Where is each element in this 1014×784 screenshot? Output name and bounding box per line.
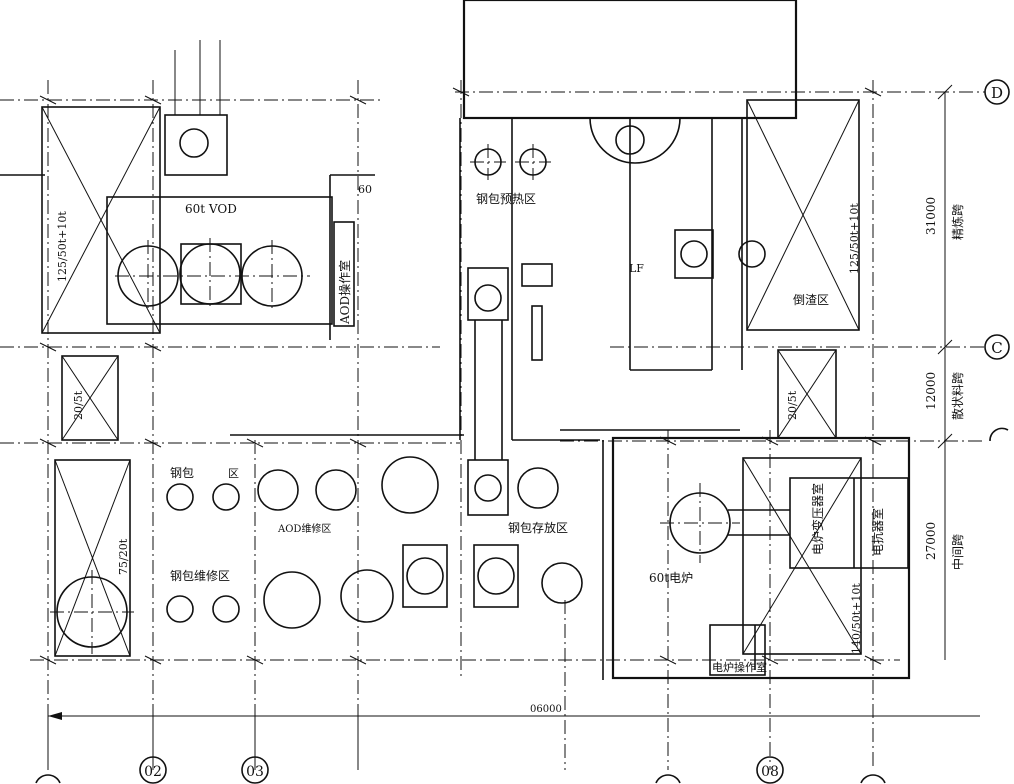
label-crane-c5: 20/5t: [786, 390, 799, 420]
label-vod: 60t VOD: [185, 202, 237, 216]
svg-text:C: C: [991, 339, 1002, 357]
svg-text:02: 02: [144, 764, 162, 780]
crane-125-50t-right: [746, 99, 860, 331]
svg-text:08: 08: [761, 764, 779, 780]
label-ladle-preheat: 钢包预热区: [476, 192, 536, 206]
label-crane-c4: 125/50t+10t: [848, 203, 861, 274]
axis-bubble-C: C: [984, 334, 1010, 360]
crane-75-20t: [54, 459, 131, 657]
axis-bubble-left-partial: [35, 774, 61, 784]
dim-span1-value: 31000: [924, 197, 938, 235]
dim-span3-name: 中间跨: [950, 534, 965, 570]
label-aod-room: AOD操作室: [337, 260, 352, 325]
label-ladle-storage: 钢包存放区: [508, 520, 568, 535]
electric-furnace: [660, 477, 909, 676]
axis-bubble-partial: [989, 427, 1009, 442]
label-crane-c1: 125/50t+10t: [56, 211, 69, 282]
dim-span2-name: 散状料跨: [950, 372, 965, 420]
axis-bubble-mid-partial: [655, 774, 681, 784]
label-ladle-repair: 钢包维修区: [170, 568, 230, 583]
svg-text:D: D: [991, 84, 1003, 102]
axis-bubble-D: D: [984, 79, 1010, 105]
label-transformer-room: 电炉变压器室: [810, 483, 825, 555]
ladle-storage-circle: [517, 467, 559, 509]
label-60-partial: 60: [358, 183, 372, 196]
label-furnace-control: 电炉操作室: [712, 660, 767, 674]
vod-area: [106, 40, 355, 327]
axis-bubble-08: 08: [756, 756, 784, 784]
label-ladle-area-top: 钢包: [170, 466, 194, 480]
crane-20-5t-left: [61, 355, 119, 441]
right-dimension: [937, 84, 953, 660]
crane-125-50t: [41, 106, 161, 334]
grid-lines: [0, 80, 985, 770]
ladle-repair-group: [50, 456, 583, 654]
label-slag-pour: 倒渣区: [793, 293, 829, 307]
transfer-car-track: [467, 263, 553, 516]
axis-bubble-03: 03: [241, 756, 269, 784]
lf-station: [589, 117, 766, 279]
crane-20-5t-right: [777, 349, 837, 439]
label-crane-c6: 140/50t+10t: [850, 583, 863, 654]
dim-span3-value: 27000: [924, 522, 938, 560]
ladle-preheat-1: [470, 144, 506, 180]
label-crane-c3: 75/20t: [117, 538, 130, 575]
label-furnace: 60t电炉: [649, 571, 693, 585]
building-walls: [0, 0, 911, 680]
dim-span1-name: 精炼跨: [950, 204, 965, 240]
label-lf-partial: LF: [629, 262, 644, 275]
bottom-dimension: [47, 705, 980, 770]
crane-140-50t: [742, 457, 862, 655]
label-crane-c2: 20/5t: [72, 390, 85, 420]
axis-bubble-02: 02: [139, 756, 167, 784]
axis-bubble-right-partial: [860, 774, 886, 784]
dim-span2-value: 12000: [924, 372, 938, 410]
label-ladle-area-top-suffix: 区: [228, 467, 239, 480]
svg-text:03: 03: [246, 764, 264, 780]
label-reactor-room: 电抗器室: [870, 508, 885, 556]
ladle-preheat-2: [515, 144, 551, 180]
label-bottom-total: 06000: [530, 704, 562, 715]
label-aod-repair: AOD维修区: [277, 522, 331, 535]
